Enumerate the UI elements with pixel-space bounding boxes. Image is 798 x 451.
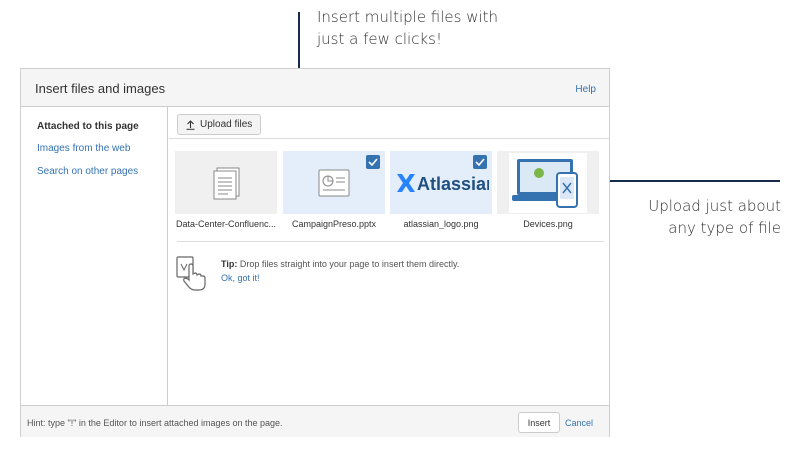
devices-image <box>509 152 587 213</box>
document-stack-icon <box>213 167 240 199</box>
drag-drop-hand-icon <box>176 256 206 291</box>
file-name: CampaignPreso.pptx <box>291 219 377 229</box>
file-card-data-center[interactable]: Data-Center-Confluenc... <box>175 151 277 229</box>
tip-message: Drop files straight into your page to in… <box>239 259 460 269</box>
sidebar-item-search-pages[interactable]: Search on other pages <box>37 166 139 177</box>
file-browser: Upload files Data-Center-Confluenc... <box>169 107 610 405</box>
dialog-footer: Hint: type "!" in the Editor to insert a… <box>21 405 609 437</box>
upload-files-label: Upload files <box>200 119 253 130</box>
file-card-atlassian-logo[interactable]: Atlassian atlassian_logo.png <box>390 151 492 229</box>
file-name: atlassian_logo.png <box>403 219 479 229</box>
file-name: Data-Center-Confluenc... <box>175 219 277 229</box>
callout-top-line1: Insert multiple files with <box>317 8 499 26</box>
dialog-header: Insert files and images Help <box>21 69 609 107</box>
atlassian-logo: Atlassian <box>397 173 489 194</box>
tip-dismiss-link[interactable]: Ok, got it! <box>221 273 260 283</box>
atlassian-logo-text: Atlassian <box>417 174 489 194</box>
footer-hint: Hint: type "!" in the Editor to insert a… <box>27 418 283 428</box>
sidebar-item-attached[interactable]: Attached to this page <box>37 121 139 132</box>
presentation-icon <box>318 169 350 196</box>
tip-label: Tip: <box>221 259 238 269</box>
file-card-devices[interactable]: Devices.png <box>497 151 599 229</box>
cancel-link[interactable]: Cancel <box>565 418 594 428</box>
sidebar-item-web-images[interactable]: Images from the web <box>37 143 131 154</box>
sidebar: Attached to this page Images from the we… <box>21 107 168 405</box>
upload-arrow-icon <box>186 119 195 130</box>
callout-top-line2: just a few clicks! <box>317 30 442 48</box>
callout-any-file-type: Upload just about any type of file <box>611 195 781 239</box>
file-name: Devices.png <box>523 219 573 229</box>
checkmark-icon <box>368 158 378 166</box>
selected-checkbox[interactable] <box>366 155 380 169</box>
insert-files-dialog: Insert files and images Help Attached to… <box>20 68 610 437</box>
tip-text: Tip: Drop files straight into your page … <box>221 259 459 269</box>
selected-checkbox[interactable] <box>473 155 487 169</box>
dialog-title: Insert files and images <box>35 81 166 96</box>
file-thumbnail <box>283 151 385 214</box>
upload-files-button[interactable]: Upload files <box>177 114 262 135</box>
help-link[interactable]: Help <box>575 84 596 95</box>
callout-multiple-files: Insert multiple files with just a few cl… <box>317 6 547 50</box>
file-thumbnail <box>497 151 599 214</box>
file-thumbnail <box>175 151 277 214</box>
callout-right-line2: any type of file <box>668 219 781 237</box>
divider <box>177 241 604 242</box>
callout-right-line1: Upload just about <box>648 197 781 215</box>
checkmark-icon <box>475 158 485 166</box>
toolbar: Upload files <box>169 107 610 139</box>
insert-button[interactable]: Insert <box>518 412 560 433</box>
file-card-campaign-preso[interactable]: CampaignPreso.pptx <box>283 151 385 229</box>
file-thumbnail: Atlassian <box>390 151 492 214</box>
callout-line-right <box>592 180 780 182</box>
